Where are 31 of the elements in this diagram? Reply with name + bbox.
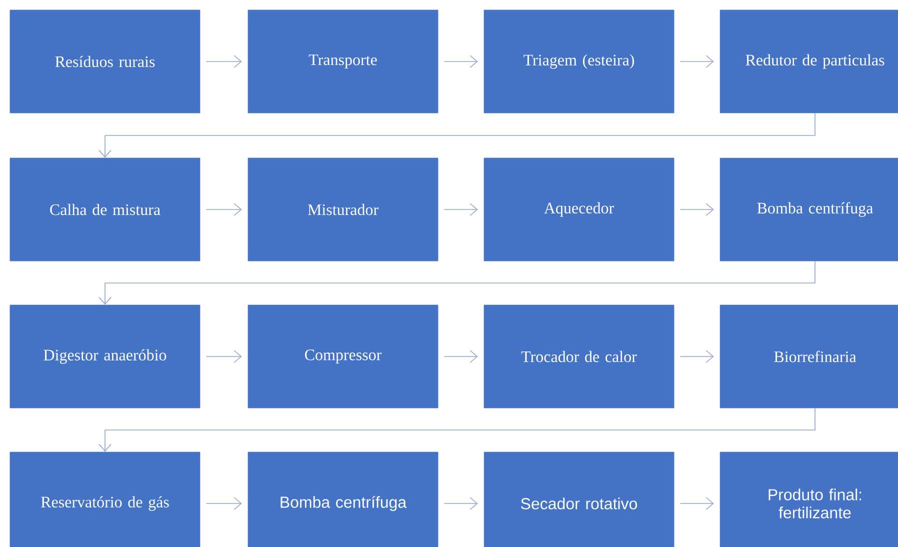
process-box: Transporte: [248, 10, 438, 114]
process-box: Compressor: [248, 304, 438, 408]
arrow: [98, 408, 816, 452]
arrow: [98, 260, 816, 305]
arrow: [444, 55, 478, 68]
arrow: [680, 350, 714, 363]
process-box: Resíduos rurais: [10, 10, 200, 114]
process-box: Calha de mistura: [10, 158, 200, 262]
process-box: Produto final: fertilizante: [720, 452, 898, 547]
arrow: [444, 350, 478, 363]
process-box: Digestor anaeróbio: [10, 304, 200, 408]
arrow: [206, 203, 242, 216]
arrow: [680, 203, 714, 216]
arrow: [98, 112, 816, 158]
arrow: [680, 55, 714, 68]
arrow: [206, 350, 242, 363]
arrow: [444, 203, 478, 216]
process-box: Bomba centrífuga: [720, 158, 898, 262]
process-box: Secador rotativo: [484, 452, 674, 547]
process-box: Biorrefinaria: [720, 304, 898, 408]
arrow: [206, 497, 242, 510]
process-box: Bomba centrífuga: [248, 452, 438, 547]
process-box: Misturador: [248, 158, 438, 262]
process-box: Trocador de calor: [484, 304, 674, 408]
arrow: [206, 55, 242, 68]
arrow: [680, 497, 714, 510]
arrow: [444, 497, 478, 510]
process-box: Redutor de particulas: [720, 10, 898, 114]
process-box: Reservatório de gás: [10, 452, 200, 547]
process-box: Aquecedor: [484, 158, 674, 262]
process-box: Triagem (esteira): [484, 10, 674, 114]
